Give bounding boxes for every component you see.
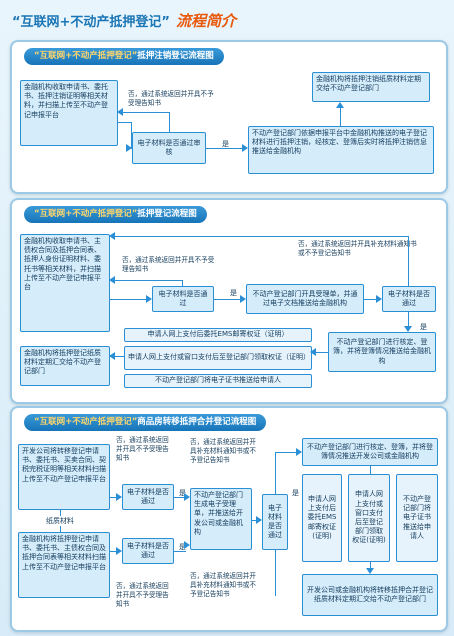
connector	[182, 280, 184, 286]
page-title: “互联网+不动产抵押登记” 流程简介	[12, 6, 236, 34]
connector	[370, 562, 372, 572]
box-review-bank: 电子材料是否通过	[122, 538, 174, 564]
connector	[122, 112, 170, 114]
connector	[275, 550, 277, 596]
connector	[408, 312, 410, 328]
box-bank-apply: 金融机构将抵押登记申请书、委托书、主债权合同及抵押合同表等相关材料扫描上传至不动…	[18, 532, 110, 598]
box-accept: 不动产登记部门生成电子受理单，并推送给开发公司或金融机构	[190, 488, 252, 550]
box-paper-submit: 开发公司或金融机构将转移抵押合并登记纸质材料定期汇交给不动产登记部门	[302, 574, 438, 616]
option-e-certificate: 不动产登记部门将电子证书推送给申请人	[396, 474, 438, 562]
arrow-right	[116, 493, 122, 501]
arrow-left	[117, 108, 123, 116]
label-yes: 是	[179, 489, 186, 497]
connector	[214, 299, 242, 301]
box-review-2: 电子材料是否通过	[382, 286, 436, 312]
connector	[340, 104, 342, 126]
box-paper-submit: 金融机构将抵押注销纸质材料定期交给不动产登记部门	[312, 72, 430, 102]
connector	[275, 452, 277, 494]
page-title-main: “互联网+不动产抵押登记”	[12, 14, 170, 30]
option-window-pickup: 申请人网上支付或窗口支付后至登记部门领取权证(证明)	[348, 474, 390, 562]
connector	[275, 452, 298, 454]
section-mortgage-cancellation: “互联网+不动产抵押登记”抵押注销登记流程图 金融机构收取申请书、委托书、抵押注…	[10, 40, 448, 194]
box-review-developer: 电子材料是否通过	[122, 484, 174, 510]
connector	[370, 466, 372, 474]
connector	[169, 112, 171, 132]
connector	[174, 497, 186, 499]
connector	[110, 551, 118, 553]
connector	[114, 236, 409, 238]
box-registry-process: 不动产登记部门依据申报平台中金融机构推送的电子登记材料进行抵押注销，经核定、登簿…	[248, 126, 434, 174]
section-title: “互联网+不动产抵押登记”抵押登记流程图	[24, 206, 207, 223]
connector	[110, 299, 148, 301]
box-register: 不动产登记部门进行核定、登簿，并将登簿情况推送给金融机构	[328, 332, 436, 372]
box-bank-apply: 金融机构收取申请书、委托书、抵押注销证明等相关材料，并扫描上传至不动产登记申报平…	[20, 80, 118, 146]
label-yes: 是	[179, 543, 186, 551]
note-supplement-b: 否，通过系统返回并开具补充材料通知书或不予登记告知书	[190, 572, 256, 598]
connector	[312, 352, 328, 354]
arrow-left	[109, 232, 115, 240]
option-ems: 申请人网上支付后委托EMS邮寄权证(证明)	[302, 474, 342, 562]
box-accept: 不动产登记部门开具受理单，并通过电子文档推送给金融机构	[246, 284, 364, 314]
option-window-pickup: 申请人网上支付或窗口支付后至登记部门领取权证（证明）	[124, 346, 312, 370]
note-rejected-bank: 否，通过系统返回并开具不予受理告知书	[116, 582, 169, 608]
box-paper-submit: 金融机构将抵押登记纸质材料定期汇交给不动产登记部门	[20, 346, 110, 386]
page-title-suffix: 流程简介	[175, 11, 236, 30]
box-review-1: 电子材料是否通过	[152, 286, 214, 312]
box-bank-apply: 金融机构收取申请书、主债权合同及抵押合同表、抵押人身份证明材料、委托书等相关材料…	[20, 234, 110, 332]
label-yes: 是	[230, 289, 237, 297]
note-rejected: 否，通过系统返回并开具不予受理告知书	[128, 90, 214, 107]
note-rejected-developer: 否，通过系统返回并开具不予受理告知书	[116, 436, 169, 462]
arrow-right	[184, 493, 190, 501]
connector	[114, 280, 183, 282]
connector	[364, 299, 378, 301]
arrow-right	[126, 144, 132, 152]
arrow-down	[404, 326, 412, 332]
arrow-right	[256, 516, 262, 524]
box-review-2: 电子材料是否通过	[262, 494, 288, 550]
connector	[60, 510, 62, 516]
arrow-down	[366, 568, 374, 574]
connector	[206, 148, 244, 150]
box-register: 不动产登记部门进行核定、登簿，并将登簿情况推送开发公司或金融机构	[302, 438, 438, 466]
arrow-right	[240, 295, 246, 303]
note-supplement: 否，通过系统返回并开具补充材料通知书或不予登记告知书	[298, 240, 417, 257]
connector	[118, 122, 132, 124]
section-transfer-mortgage-combined: “互联网+不动产抵押登记”商品房转移抵押合并登记流程图 开发公司将转移登记申请书…	[10, 406, 448, 632]
connector	[408, 236, 410, 286]
connector	[131, 122, 133, 149]
note-rejected: 否，通过系统返回并开具不予受理告知书	[122, 256, 215, 273]
box-review: 电子材料是否通过审核	[132, 132, 206, 164]
connector	[252, 520, 258, 522]
note-supplement-a: 否，通过系统返回并开具补充材料通知书或不予登记告知书	[190, 438, 256, 464]
arrow-left	[109, 352, 115, 360]
arrow-right	[116, 547, 122, 555]
label-paper-materials: 纸质材料	[46, 517, 74, 525]
connector	[174, 551, 186, 553]
arrow-right	[376, 295, 382, 303]
box-developer-apply: 开发公司将转移登记申请书、委托书、买卖合同、契税完税证明等相关材料扫描上传至不动…	[18, 444, 110, 510]
section-mortgage-registration: “互联网+不动产抵押登记”抵押登记流程图 金融机构收取申请书、主债权合同及抵押合…	[10, 198, 448, 404]
arrow-right	[242, 144, 248, 152]
arrow-right	[146, 295, 152, 303]
option-e-certificate: 不动产登记部门将电子证书推送给申请人	[124, 374, 312, 388]
arrow-right	[296, 448, 302, 456]
label-yes: 是	[222, 140, 229, 148]
arrow-left	[109, 276, 115, 284]
label-yes: 是	[420, 323, 427, 331]
connector	[110, 356, 124, 358]
arrow-right	[184, 541, 190, 549]
option-ems: 申请人网上支付后委托EMS邮寄权证（证明）	[124, 328, 312, 342]
connector	[110, 497, 118, 499]
arrow-up	[336, 102, 344, 108]
connector	[60, 526, 62, 532]
arrow-left	[310, 348, 316, 356]
section-title: “互联网+不动产抵押登记”抵押注销登记流程图	[24, 48, 224, 65]
label-yes: 是	[292, 489, 299, 497]
section-title: “互联网+不动产抵押登记”商品房转移抵押合并登记流程图	[24, 414, 267, 431]
